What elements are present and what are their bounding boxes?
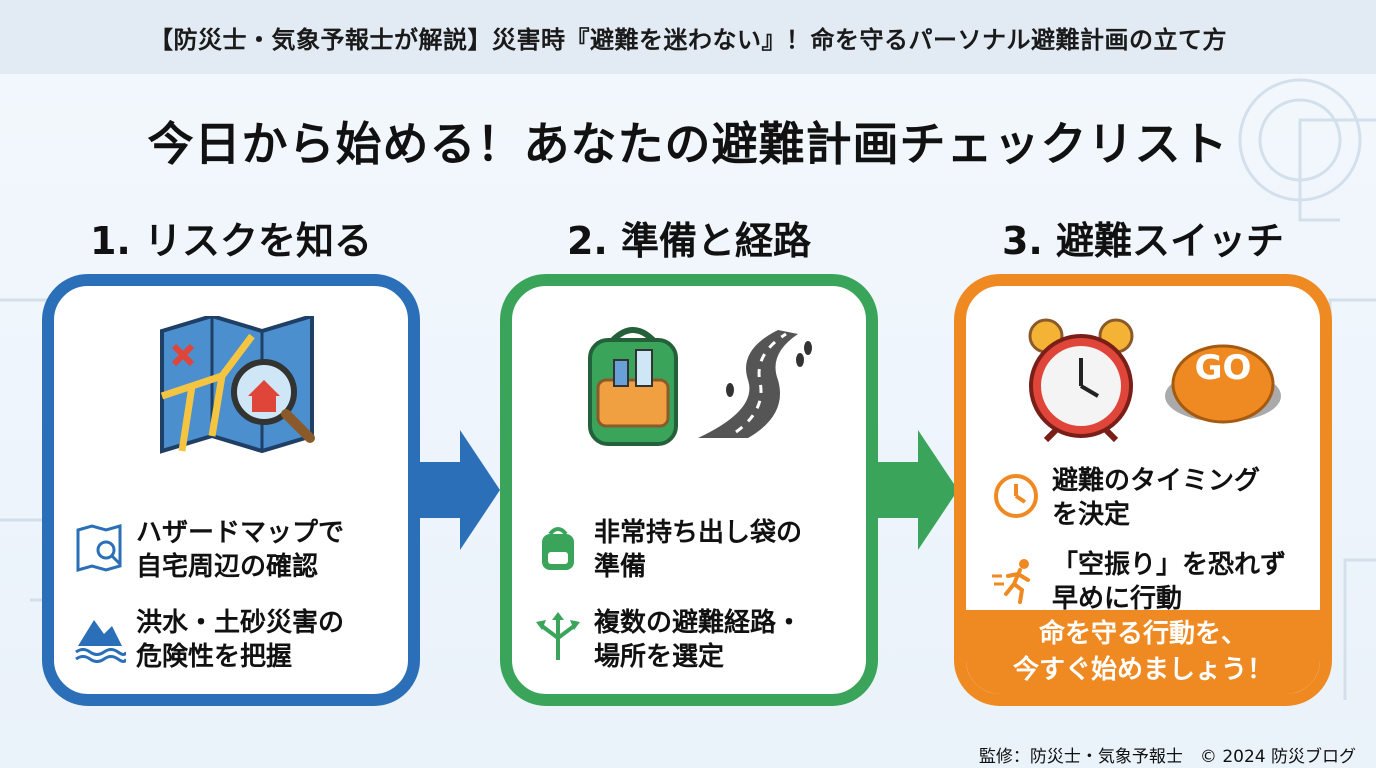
step-3-item-2-text: 「空振り」を恐れず 早めに行動 — [1052, 550, 1287, 614]
hazard-map-illustration-icon — [160, 316, 315, 454]
step-1-card: ハザードマップで 自宅周辺の確認 洪水・土砂災害の 危険性を把握 — [42, 274, 420, 706]
step-2-heading: 2. 準備と経路 — [566, 219, 812, 263]
go-button-illustration: GO — [1162, 326, 1284, 426]
step-1-item-1-text: ハザードマップで 自宅周辺の確認 — [136, 518, 345, 582]
step-1-item-1: ハザードマップで 自宅周辺の確認 — [74, 516, 344, 584]
running-person-icon — [992, 559, 1030, 604]
flood-landslide-icon — [75, 620, 126, 663]
step-3-item-1-text: 避難のタイミング を決定 — [1052, 466, 1261, 530]
step-3-card: GO 避難のタイミング を決定 「空振り」を恐れず 早めに行動 命を守る行動を、… — [954, 274, 1332, 706]
step-2-item-2-text: 複数の避難経路・ 場所を選定 — [594, 608, 803, 672]
go-button-icon — [1165, 344, 1281, 424]
alarm-clock-illustration-icon — [1028, 318, 1134, 443]
step-2-item-2: 複数の避難経路・ 場所を選定 — [532, 606, 802, 674]
arrow-right-icon — [420, 430, 500, 550]
clock-icon — [994, 474, 1038, 518]
road-footprints-illustration-icon — [698, 330, 812, 438]
step-3-heading: 3. 避難スイッチ — [1001, 219, 1285, 263]
step-1-heading: 1. リスクを知る — [89, 219, 373, 263]
step-3-item-1: 避難のタイミング を決定 — [990, 464, 1260, 532]
footer-credit: 監修：防災士・気象予報士 © 2024 防災ブログ — [978, 747, 1356, 767]
backpack-icon — [542, 527, 574, 570]
hazard-map-icon — [76, 524, 122, 572]
step-2-card: 非常持ち出し袋の 準備 複数の避難経路・ 場所を選定 — [500, 274, 878, 706]
route-split-icon — [536, 612, 580, 660]
go-label: GO — [1194, 348, 1252, 388]
step-1-item-2-text: 洪水・土砂災害の 危険性を把握 — [136, 608, 345, 672]
step-1-item-2: 洪水・土砂災害の 危険性を把握 — [74, 606, 344, 674]
backpack-illustration-icon — [588, 327, 678, 446]
step-3-item-2: 「空振り」を恐れず 早めに行動 — [990, 548, 1286, 616]
call-to-action-banner: 命を守る行動を、 今すぐ始めましょう！ — [966, 610, 1320, 694]
arrow-right-icon — [878, 430, 958, 550]
step-2-item-1-text: 非常持ち出し袋の 準備 — [594, 518, 803, 582]
top-banner: 【防災士・気象予報士が解説】災害時『避難を迷わない』！命を守るパーソナル避難計画… — [0, 0, 1376, 74]
page-title: 今日から始める！あなたの避難計画チェックリスト — [147, 117, 1229, 171]
step-2-item-1: 非常持ち出し袋の 準備 — [532, 516, 802, 584]
